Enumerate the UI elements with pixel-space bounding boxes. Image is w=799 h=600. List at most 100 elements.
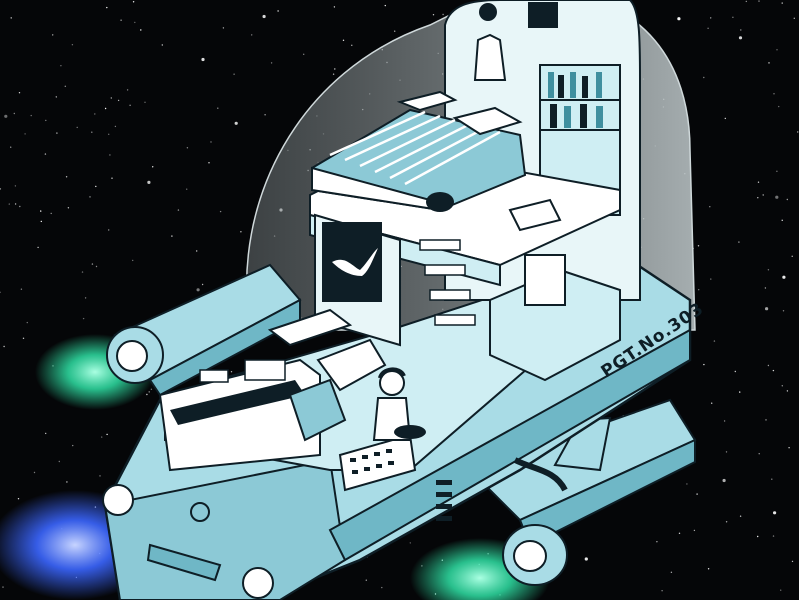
star-icon	[201, 283, 204, 286]
star-icon	[725, 451, 728, 453]
star-icon	[45, 119, 47, 122]
pilot-seat	[288, 378, 347, 442]
star-icon	[144, 101, 146, 104]
star-icon	[734, 370, 736, 373]
star-icon	[781, 385, 783, 387]
star-icon	[4, 114, 8, 118]
star-icon	[778, 105, 780, 108]
star-icon	[409, 542, 411, 544]
star-icon	[117, 99, 120, 102]
table	[267, 308, 353, 347]
star-icon	[208, 162, 210, 164]
star-icon	[201, 57, 205, 62]
star-icon	[365, 579, 367, 581]
star-icon	[782, 310, 785, 312]
star-icon	[56, 132, 58, 134]
star-icon	[698, 289, 700, 291]
star-icon	[18, 92, 21, 94]
star-icon	[758, 0, 760, 2]
star-icon	[109, 154, 111, 156]
star-icon	[270, 62, 273, 64]
star-icon	[45, 432, 47, 435]
star-icon	[277, 10, 279, 12]
star-icon	[177, 209, 180, 211]
star-icon	[67, 207, 70, 209]
star-icon	[104, 107, 107, 110]
star-icon	[234, 121, 238, 125]
star-icon	[251, 34, 253, 36]
star-icon	[147, 180, 151, 184]
star-icon	[739, 391, 741, 393]
star-icon	[161, 44, 163, 46]
star-icon	[442, 13, 444, 16]
star-icon	[76, 126, 78, 129]
star-icon	[351, 44, 353, 46]
star-icon	[120, 19, 122, 21]
star-icon	[60, 65, 62, 67]
star-icon	[82, 317, 85, 320]
star-icon	[791, 560, 794, 563]
star-icon	[762, 194, 764, 196]
star-icon	[772, 535, 775, 537]
star-icon	[670, 571, 673, 573]
star-icon	[745, 0, 747, 3]
star-icon	[132, 259, 134, 262]
control-panel	[338, 433, 417, 492]
star-icon	[152, 166, 154, 168]
star-icon	[101, 436, 103, 438]
star-icon	[106, 6, 108, 9]
star-icon	[52, 34, 54, 36]
star-icon	[146, 393, 148, 396]
star-icon	[710, 17, 712, 19]
star-icon	[262, 14, 266, 19]
headlight-right	[242, 567, 274, 599]
star-icon	[186, 188, 188, 190]
star-icon	[186, 147, 189, 149]
monitor-icon	[322, 222, 382, 302]
star-icon	[703, 363, 705, 366]
star-icon	[111, 177, 113, 179]
star-icon	[196, 250, 198, 252]
star-icon	[697, 245, 700, 247]
bird-icon	[332, 248, 378, 276]
star-icon	[22, 337, 25, 339]
star-icon	[8, 203, 10, 205]
right-wing	[468, 398, 697, 586]
star-icon	[20, 288, 23, 290]
star-icon	[240, 231, 242, 233]
star-icon	[44, 153, 47, 155]
star-icon	[108, 133, 110, 135]
star-icon	[776, 170, 778, 172]
star-icon	[333, 6, 336, 8]
star-icon	[40, 220, 42, 223]
star-icon	[171, 235, 173, 237]
star-icon	[738, 36, 743, 40]
star-icon	[768, 62, 770, 64]
star-icon	[656, 541, 658, 543]
star-icon	[13, 112, 15, 115]
star-icon	[757, 181, 760, 183]
star-icon	[55, 96, 57, 98]
star-icon	[14, 185, 17, 187]
star-icon	[81, 271, 84, 273]
star-icon	[50, 212, 52, 215]
star-icon	[72, 444, 74, 447]
star-icon	[709, 206, 711, 208]
star-icon	[129, 104, 131, 107]
pilot-icon	[372, 367, 426, 441]
star-icon	[773, 511, 777, 515]
star-icon	[94, 113, 96, 115]
star-icon	[738, 241, 740, 243]
star-icon	[740, 29, 742, 31]
star-icon	[230, 371, 233, 373]
star-icon	[757, 535, 759, 538]
star-icon	[788, 447, 790, 449]
bed-icon	[311, 90, 527, 212]
star-icon	[771, 478, 773, 480]
star-icon	[10, 146, 12, 148]
star-icon	[765, 307, 769, 311]
emblem-icon	[190, 502, 210, 522]
star-icon	[264, 114, 266, 116]
star-icon	[30, 114, 32, 117]
